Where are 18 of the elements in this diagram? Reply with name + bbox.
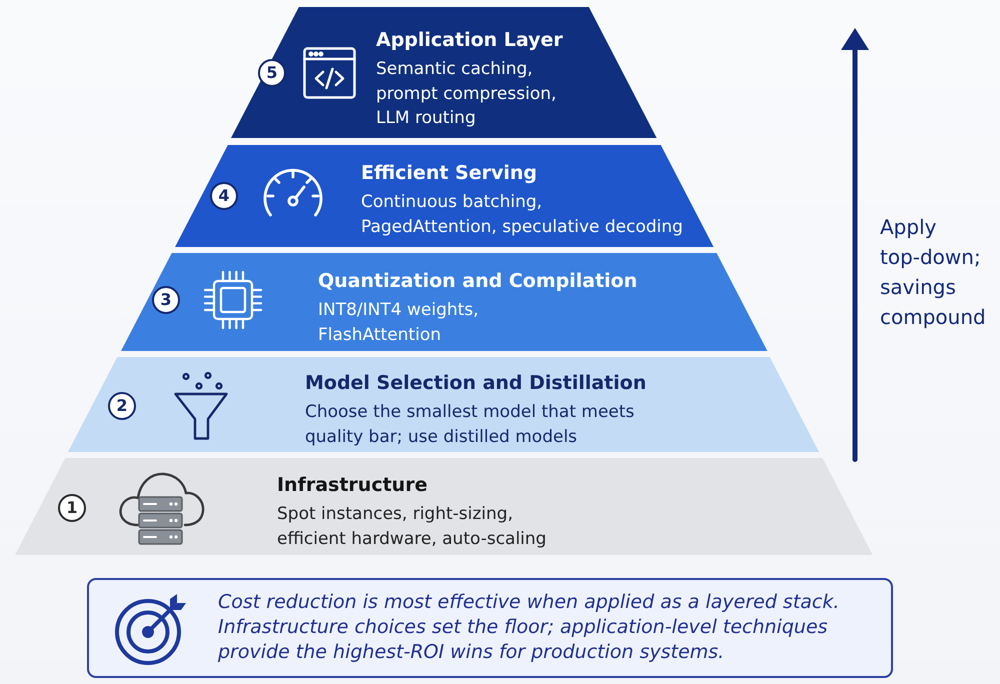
pyramid-layer [68, 357, 820, 452]
layer-description: Spot instances, right-sizing, efficient hardware, auto-scaling [276, 503, 548, 550]
layer-description: INT8/INT4 weights, FlashAttention [318, 299, 480, 346]
pyramid-layer [231, 7, 657, 138]
note-box [87, 578, 893, 678]
layer-description: Continuous batching, PagedAttention, speculative decoding [360, 191, 684, 238]
pyramid-layer [120, 253, 768, 351]
layer-title: Application Layer [376, 28, 563, 53]
layer-title: Model Selection and Distillation [304, 371, 646, 396]
layer-description: Semantic caching, prompt compression, LLM routing [376, 58, 558, 130]
note-text: Cost reduction is most effective when applied as a layered stack. Infrastructure choices set the floor; application-level techniques provide the highest-ROI wins for production systems. [218, 590, 840, 665]
pyramid-layer [174, 145, 714, 247]
pyramid-layer [15, 458, 873, 555]
layer-title: Efficient Serving [360, 161, 538, 186]
layer-description: Choose the smallest model that meets quality bar; use distilled models [304, 401, 636, 448]
annotation-text: Apply top-down; savings compound [880, 214, 987, 331]
layer-title: Quantization and Compilation [318, 269, 638, 294]
layer-title: Infrastructure [276, 473, 428, 498]
